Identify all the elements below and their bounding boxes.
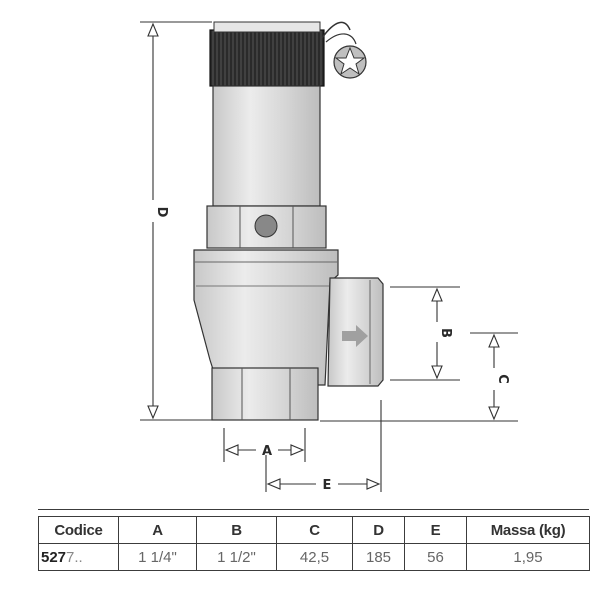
dimension-b (390, 286, 460, 381)
outlet-port (327, 277, 384, 387)
dimension-a (223, 428, 306, 462)
cell-codice: 5277.. (38, 543, 119, 571)
header-massa: Massa (kg) (466, 516, 590, 544)
dimension-c-label: C (495, 374, 510, 384)
table-row: 5277.. 1 1/4" 1 1/2" 42,5 185 56 1,95 (38, 543, 590, 571)
code-prefix: 527 (41, 548, 67, 566)
header-c: C (276, 516, 353, 544)
dimension-a-label: A (262, 444, 272, 459)
inlet-nut (211, 367, 319, 421)
hex-nut (206, 205, 327, 249)
dimension-d-label: D (154, 207, 169, 218)
table-header-row: Codice A B C D E Massa (kg) (38, 516, 590, 544)
header-a: A (118, 516, 197, 544)
cell-c: 42,5 (276, 543, 353, 571)
cell-d: 185 (352, 543, 405, 571)
cell-a: 1 1/4" (118, 543, 197, 571)
dimension-e-label: E (323, 478, 332, 493)
cell-massa: 1,95 (466, 543, 590, 571)
dimension-b-label: B (438, 328, 453, 338)
cell-b: 1 1/2" (196, 543, 277, 571)
seal-tag-icon (321, 21, 367, 79)
code-suffix: 7.. (66, 548, 83, 566)
valve-cap (209, 21, 325, 87)
dimension-c (320, 332, 518, 422)
table-top-rule (38, 509, 589, 510)
flow-arrow-icon (342, 325, 368, 347)
header-d: D (352, 516, 405, 544)
header-e: E (404, 516, 467, 544)
header-b: B (196, 516, 277, 544)
dimension-e (265, 400, 382, 492)
header-codice: Codice (38, 516, 119, 544)
dimension-d (140, 21, 212, 421)
spring-housing (212, 85, 321, 207)
valve-technical-drawing: D B C A E (140, 21, 518, 493)
specification-table: Codice A B C D E Massa (kg) 5277.. 1 1/4… (38, 516, 590, 571)
cell-e: 56 (404, 543, 467, 571)
valve-body (193, 249, 339, 386)
